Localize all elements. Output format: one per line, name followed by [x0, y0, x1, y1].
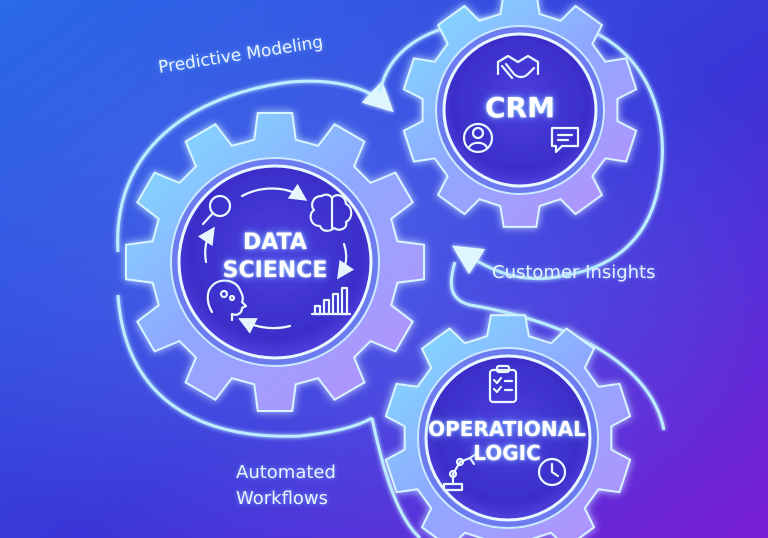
gear-title-line: SCIENCE [190, 257, 360, 285]
gear-title-data-science: DATA SCIENCE [190, 229, 360, 285]
gear-title-line: DATA [190, 229, 360, 257]
gear-title-line: CRM [440, 91, 600, 125]
label-automated-workflows: Automated Workflows [236, 460, 336, 512]
gear-title-operational-logic: OPERATIONAL LOGIC [412, 417, 602, 465]
gear-title-line: LOGIC [412, 441, 602, 465]
label-line: Workflows [236, 486, 336, 512]
label-line: Automated [236, 460, 336, 486]
label-customer-insights: Customer Insights [492, 262, 656, 283]
gear-title-line: OPERATIONAL [412, 417, 602, 441]
gear-title-crm: CRM [440, 91, 600, 125]
